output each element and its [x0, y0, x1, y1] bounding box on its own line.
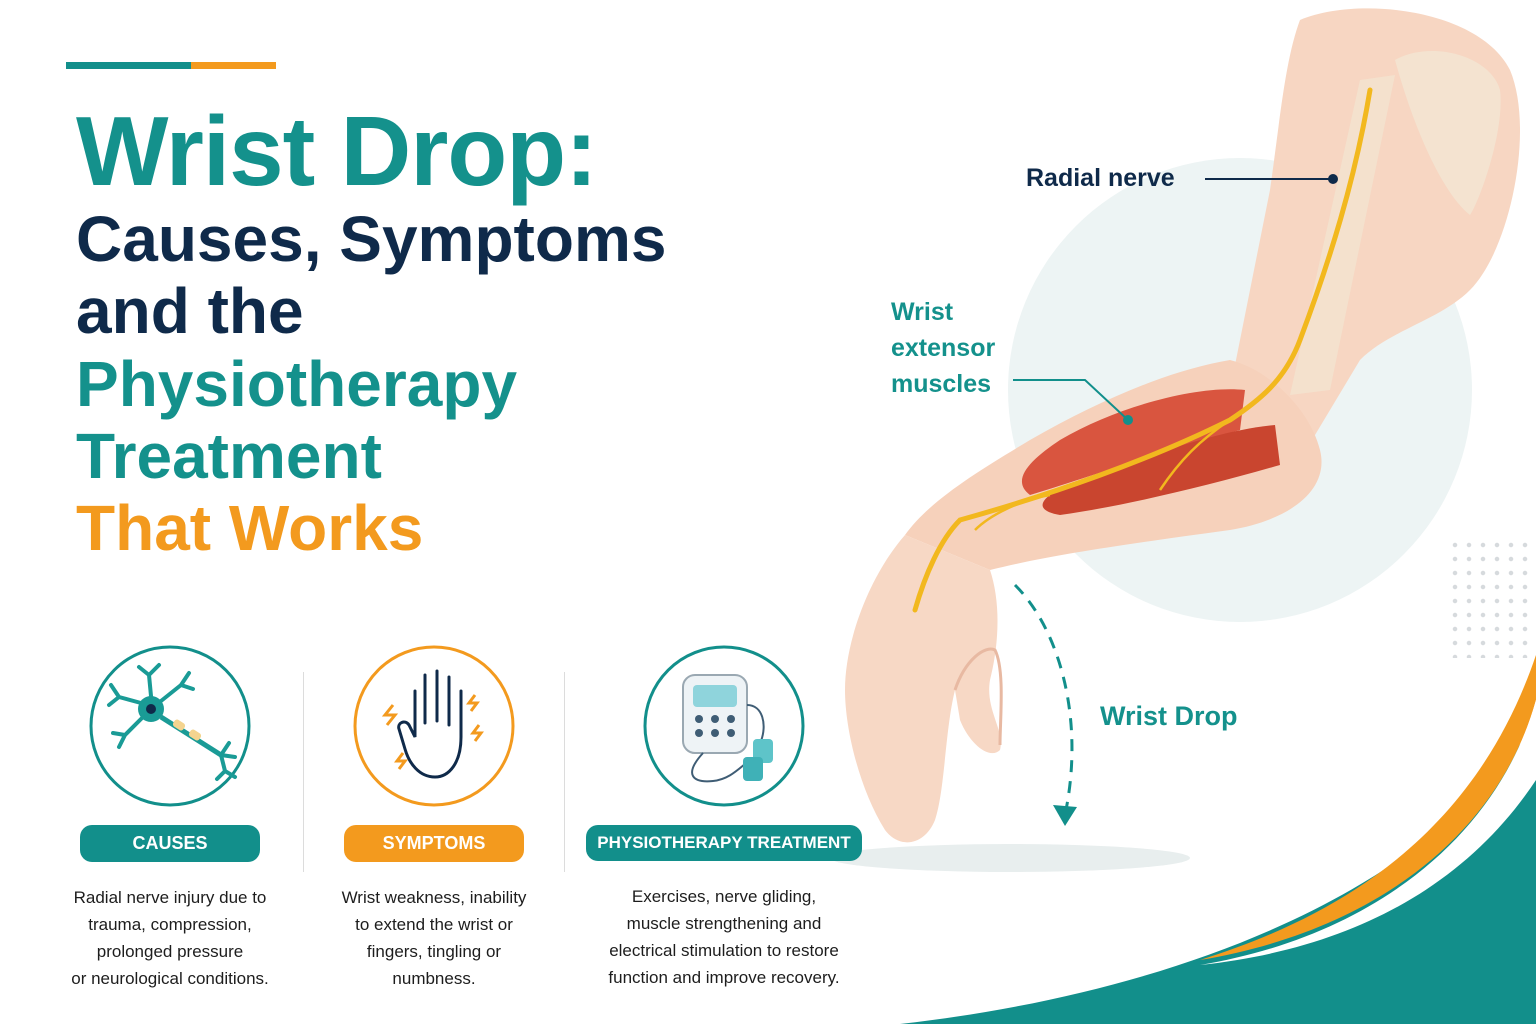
hand-shadow — [830, 844, 1190, 872]
extensor-leader-dot — [1123, 415, 1133, 425]
wrist-drop-arrow — [1013, 583, 1074, 816]
tingling-hand-icon — [353, 645, 515, 807]
humerus-bone — [1290, 75, 1395, 395]
nerve-branch-1 — [1158, 418, 1231, 491]
card-symptoms: SYMPTOMS Wrist weakness, inability to ex… — [304, 645, 564, 992]
causes-description-line: prolonged pressure — [96, 942, 244, 961]
causes-description-line: trauma, compression, — [88, 915, 252, 934]
radial-nerve-leader-dot — [1328, 174, 1338, 184]
title-line-2: Causes, Symptoms — [76, 202, 667, 275]
label-extensor-line-2: extensor — [891, 334, 996, 362]
treatment-description-line: electrical stimulation to restore — [609, 941, 839, 960]
causes-icon-circle — [89, 645, 251, 807]
symptoms-description-line: numbness. — [392, 969, 476, 988]
title-line-1: Wrist Drop: — [76, 96, 598, 206]
title-line-4: Physiotherapy — [76, 347, 518, 420]
orange-swoosh — [1200, 655, 1536, 960]
wrist-drop-arrowhead — [1053, 805, 1077, 826]
title-block: Wrist Drop: Causes, Symptoms and the Phy… — [76, 96, 796, 565]
card-causes: CAUSES Radial nerve injury due to trauma… — [40, 645, 300, 992]
title-accent-bar — [66, 62, 276, 69]
white-swoosh-gap — [1200, 700, 1536, 965]
title-line-6: That Works — [76, 492, 424, 565]
extensor-muscle-lower — [1042, 425, 1280, 515]
treatment-description: Exercises, nerve gliding, muscle strengt… — [564, 883, 884, 991]
symptoms-label-pill: SYMPTOMS — [344, 825, 524, 862]
tens-device-icon — [643, 645, 805, 807]
accent-bar-orange — [191, 62, 276, 69]
card-treatment: PHYSIOTHERAPY TREATMENT Exercises, nerve… — [564, 645, 884, 991]
nerve-branch-2 — [974, 493, 1051, 531]
treatment-icon-circle — [643, 645, 805, 807]
thumb — [953, 647, 1003, 746]
teal-swoosh — [900, 720, 1536, 1024]
label-radial-nerve: Radial nerve — [1026, 164, 1175, 192]
treatment-label-pill: PHYSIOTHERAPY TREATMENT — [586, 825, 862, 861]
extensor-muscle-upper — [1021, 389, 1245, 495]
treatment-description-line: muscle strengthening and — [626, 914, 822, 933]
card-divider — [303, 672, 304, 872]
card-divider — [564, 672, 565, 872]
causes-label-pill: CAUSES — [80, 825, 260, 862]
shoulder-bone — [1395, 51, 1501, 215]
causes-description-line: or neurological conditions. — [71, 969, 269, 988]
symptoms-description-line: to extend the wrist or — [355, 915, 513, 934]
treatment-description-line: Exercises, nerve gliding, — [631, 887, 817, 906]
label-extensor-line-1: Wrist — [891, 298, 954, 326]
dot-grid-decor — [1448, 538, 1528, 658]
treatment-description-line: function and improve recovery. — [608, 968, 840, 987]
causes-description-line: Radial nerve injury due to — [73, 888, 267, 907]
hand — [845, 535, 1001, 843]
title-line-5: Treatment — [76, 419, 382, 492]
causes-description: Radial nerve injury due to trauma, compr… — [40, 884, 300, 992]
label-wrist-drop: Wrist Drop — [1100, 701, 1238, 731]
accent-bar-teal — [66, 62, 191, 69]
symptoms-description: Wrist weakness, inability to extend the … — [304, 884, 564, 992]
label-extensor-line-3: muscles — [891, 370, 992, 398]
symptoms-description-line: Wrist weakness, inability — [341, 888, 527, 907]
symptoms-description-line: fingers, tingling or — [366, 942, 502, 961]
symptoms-icon-circle — [353, 645, 515, 807]
neuron-icon — [89, 645, 251, 807]
title-line-3: and the — [76, 275, 304, 348]
extensor-leader-line — [1013, 379, 1129, 421]
